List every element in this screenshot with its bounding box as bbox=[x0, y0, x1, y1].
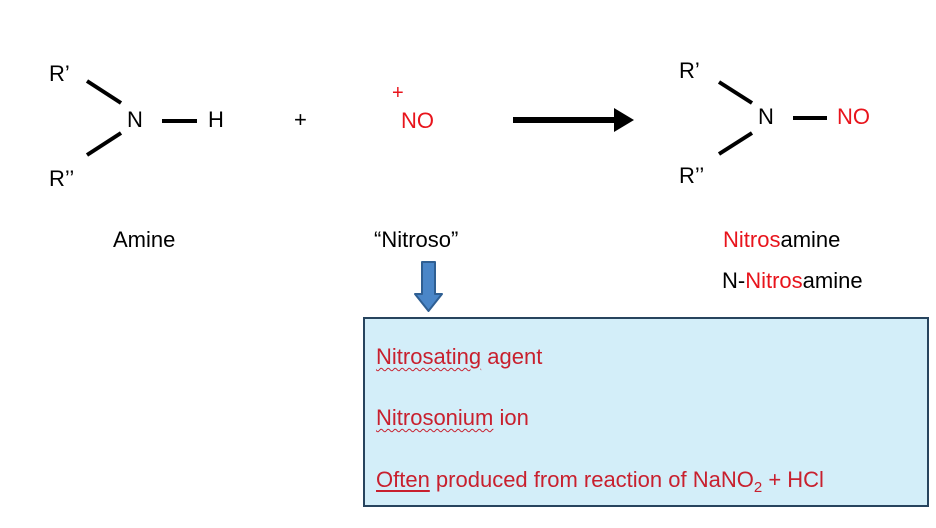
amine-r2-label: R’’ bbox=[49, 166, 75, 191]
product-no-group: NO bbox=[837, 104, 870, 129]
subscript-2: 2 bbox=[753, 479, 763, 496]
product-bond-r1-n bbox=[717, 80, 754, 105]
amine-n-label: N bbox=[127, 107, 143, 132]
amine-r1-label: R’ bbox=[49, 61, 70, 86]
term-often: Often bbox=[376, 467, 430, 492]
info-line-production: Often produced from reaction of NaNO2 + … bbox=[376, 467, 824, 496]
nitros-highlight-2: Nitros bbox=[745, 268, 803, 293]
amine-bond-r2-n bbox=[85, 131, 123, 157]
amine-bond-r1-n bbox=[85, 79, 123, 105]
info-line-nitrosating-agent: Nitrosating agent bbox=[376, 344, 542, 370]
agent-text: agent bbox=[481, 344, 543, 369]
amine-bonds bbox=[85, 79, 123, 157]
amine-h-label: H bbox=[208, 107, 224, 132]
term-nitrosating: Nitrosating bbox=[376, 344, 482, 369]
product-bonds bbox=[717, 80, 754, 156]
amine-suffix-2: amine bbox=[802, 268, 863, 293]
product-r1-label: R’ bbox=[679, 58, 700, 83]
reaction-arrow bbox=[513, 108, 634, 132]
nitroso-info-box: Nitrosating agent Nitrosonium ion Often … bbox=[363, 317, 929, 507]
down-arrow-icon bbox=[414, 261, 443, 312]
product-bond-r2-n bbox=[717, 131, 754, 156]
nitroso-caption: “Nitroso” bbox=[374, 227, 459, 252]
n-prefix: N- bbox=[722, 268, 746, 293]
amine-suffix: amine bbox=[780, 227, 841, 252]
nitros-highlight: Nitros bbox=[723, 227, 781, 252]
nitrosonium-charge: + bbox=[392, 82, 404, 104]
amine-bond-n-h bbox=[162, 119, 197, 123]
product-caption-n-nitrosamine: N-Nitrosamine bbox=[722, 268, 863, 294]
hcl-text: + HCl bbox=[762, 467, 824, 492]
amine-caption: Amine bbox=[113, 227, 176, 252]
term-nitrosonium: Nitrosonium bbox=[376, 405, 494, 430]
product-n-label: N bbox=[758, 104, 774, 129]
plus-sign: + bbox=[294, 107, 307, 132]
product-bond-n-no bbox=[793, 116, 827, 120]
product-r2-label: R’’ bbox=[679, 163, 705, 188]
product-caption-nitrosamine: Nitrosamine bbox=[723, 227, 840, 253]
nitrosonium-formula: NO bbox=[401, 108, 434, 133]
ion-text: ion bbox=[493, 405, 529, 430]
info-line-nitrosonium-ion: Nitrosonium ion bbox=[376, 405, 529, 431]
production-text: produced from reaction of NaNO bbox=[429, 467, 754, 492]
